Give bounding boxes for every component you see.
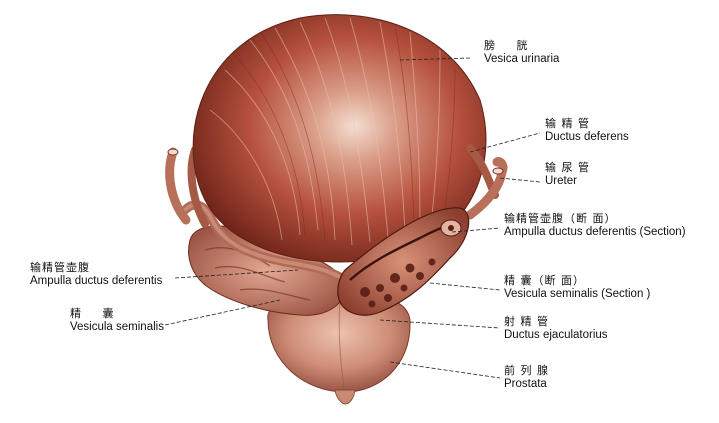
- label-prostate-zh: 前 列 腺: [504, 364, 549, 377]
- label-vesicula-section-zh: 精 囊（断 面）: [504, 274, 585, 287]
- leader-lines: [164, 57, 541, 379]
- label-vesicula-left-en: Vesicula seminalis: [70, 320, 164, 333]
- label-vesicula-section-en: Vesicula seminalis (Section ): [504, 287, 651, 300]
- label-vesicula-section: 精 囊（断 面） Vesicula seminalis (Section ): [504, 274, 651, 301]
- label-ampulla-section: 输精管壶腹（断 面） Ampulla ductus deferentis (Se…: [504, 212, 686, 239]
- label-bladder-zh: 膀 胱: [484, 39, 537, 52]
- label-ductus-deferens-zh: 输 精 管: [545, 117, 590, 130]
- bladder-shape: [192, 14, 487, 263]
- label-ampulla-section-en: Ampulla ductus deferentis (Section): [504, 225, 686, 238]
- right-tubes: [465, 144, 508, 220]
- label-ampulla-left: 输精管壶腹 Ampulla ductus deferentis: [30, 261, 163, 288]
- label-ampulla-left-zh: 输精管壶腹: [30, 261, 90, 274]
- label-ampulla-left-en: Ampulla ductus deferentis: [30, 274, 163, 287]
- label-ureter-zh: 输 尿 管: [545, 161, 590, 174]
- label-ureter: 输 尿 管 Ureter: [545, 161, 590, 188]
- label-vesicula-left-zh: 精 囊: [70, 307, 123, 320]
- label-ejaculatory-zh: 射 精 管: [504, 315, 549, 328]
- prostate-shape: [267, 293, 411, 405]
- label-bladder-en: Vesica urinaria: [484, 52, 560, 65]
- label-ejaculatory: 射 精 管 Ductus ejaculatorius: [504, 315, 608, 342]
- label-ureter-en: Ureter: [545, 174, 577, 187]
- label-ductus-deferens-en: Ductus deferens: [545, 130, 629, 143]
- label-ampulla-section-zh: 输精管壶腹（断 面）: [504, 212, 617, 225]
- label-prostate: 前 列 腺 Prostata: [504, 364, 549, 391]
- label-ductus-deferens: 输 精 管 Ductus deferens: [545, 117, 629, 144]
- label-ejaculatory-en: Ductus ejaculatorius: [504, 328, 608, 341]
- label-vesicula-left: 精 囊 Vesicula seminalis: [70, 307, 164, 334]
- label-bladder: 膀 胱 Vesica urinaria: [484, 39, 560, 66]
- label-prostate-en: Prostata: [504, 377, 547, 390]
